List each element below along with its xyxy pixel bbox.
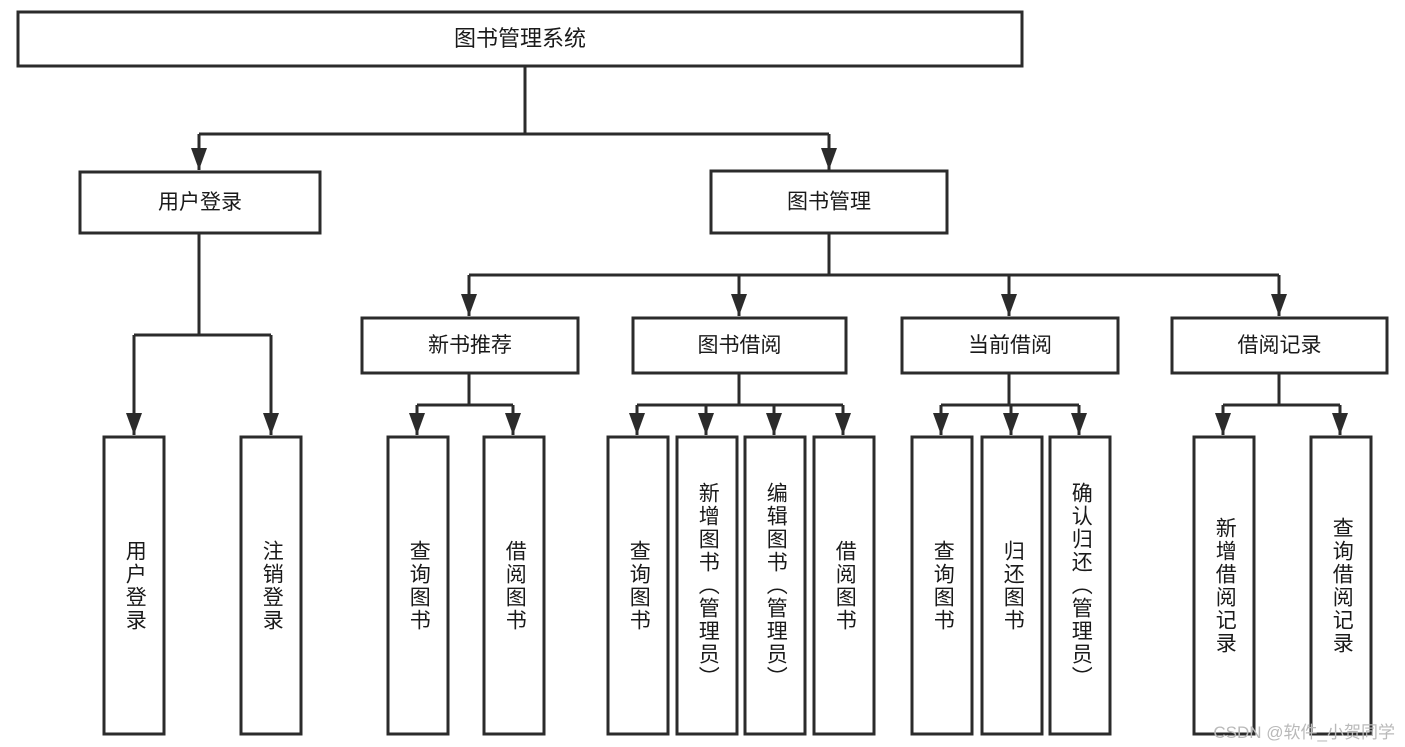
node-user-login-box[interactable] — [78, 170, 322, 235]
leaf-leaf-query-record-box[interactable] — [1309, 435, 1373, 736]
node-borrow-record-label: 借阅记录 — [1238, 334, 1322, 357]
connector-layer — [126, 66, 1348, 435]
arrow-head-icon — [461, 294, 477, 316]
node-new-book-recommend-label: 新书推荐 — [428, 334, 512, 357]
arrow-head-icon — [629, 413, 645, 435]
arrow-head-icon — [933, 413, 949, 435]
root-node-label: 图书管理系统 — [454, 26, 586, 51]
leaf-leaf-add-record-box[interactable] — [1192, 435, 1256, 736]
box-layer — [16, 10, 1389, 736]
arrow-head-icon — [731, 294, 747, 316]
arrow-head-icon — [766, 413, 782, 435]
node-book-borrow-label: 图书借阅 — [698, 334, 782, 357]
leaf-leaf-borrow-book-1-box[interactable] — [482, 435, 546, 736]
arrow-head-icon — [1332, 413, 1348, 435]
leaf-leaf-logout-box[interactable] — [239, 435, 303, 736]
leaf-leaf-add-book-box[interactable] — [675, 435, 739, 736]
arrow-head-icon — [1003, 413, 1019, 435]
leaf-leaf-confirm-return-box[interactable] — [1048, 435, 1112, 736]
leaf-leaf-query-book-2-box[interactable] — [606, 435, 670, 736]
leaf-leaf-user-login-box[interactable] — [102, 435, 166, 736]
arrow-head-icon — [263, 413, 279, 435]
leaf-leaf-query-book-3-box[interactable] — [910, 435, 974, 736]
node-new-book-recommend-box[interactable] — [360, 316, 580, 375]
arrow-head-icon — [821, 148, 837, 170]
node-book-manage-label: 图书管理 — [787, 191, 871, 214]
node-book-manage-box[interactable] — [709, 169, 949, 235]
arrow-head-icon — [409, 413, 425, 435]
leaf-leaf-borrow-book-2-box[interactable] — [812, 435, 876, 736]
leaf-leaf-query-book-1-box[interactable] — [386, 435, 450, 736]
arrow-head-icon — [505, 413, 521, 435]
arrow-head-icon — [191, 148, 207, 170]
arrow-head-icon — [698, 413, 714, 435]
arrow-head-icon — [835, 413, 851, 435]
arrow-head-icon — [1215, 413, 1231, 435]
leaf-leaf-return-book-box[interactable] — [980, 435, 1044, 736]
node-book-borrow-box[interactable] — [631, 316, 848, 375]
leaf-leaf-edit-book-box[interactable] — [743, 435, 807, 736]
arrow-head-icon — [126, 413, 142, 435]
node-borrow-record-box[interactable] — [1170, 316, 1389, 375]
arrow-head-icon — [1071, 413, 1087, 435]
arrow-head-icon — [1001, 294, 1017, 316]
node-user-login-label: 用户登录 — [158, 191, 242, 214]
node-current-borrow-label: 当前借阅 — [968, 334, 1052, 357]
node-current-borrow-box[interactable] — [900, 316, 1120, 375]
arrow-head-icon — [1271, 294, 1287, 316]
root-node-box[interactable] — [16, 10, 1024, 68]
